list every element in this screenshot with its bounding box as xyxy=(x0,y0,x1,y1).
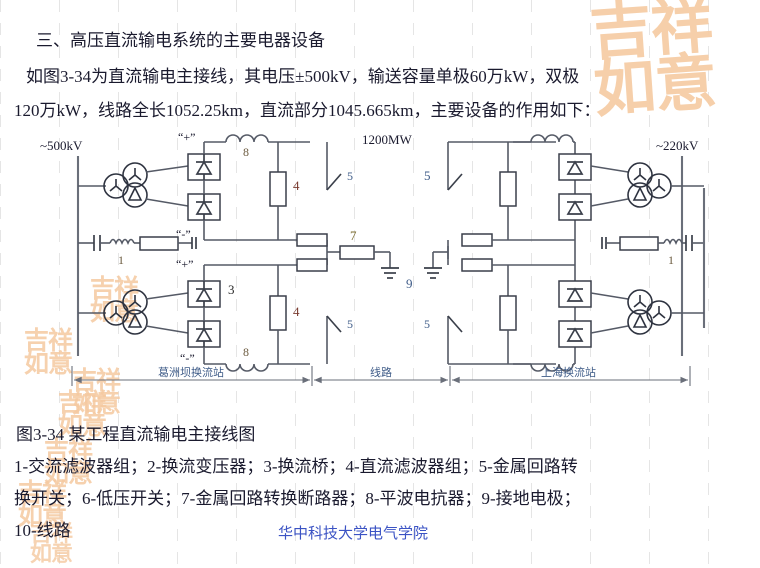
label-reactor-top: 8 xyxy=(243,145,249,159)
diagram-title: 1200MW xyxy=(362,132,413,147)
watermark-stamp-main: 吉祥 如意 xyxy=(587,0,719,126)
converter-transformer-right-lower xyxy=(590,289,682,335)
watermark-row2: 如意 xyxy=(30,541,73,567)
dc-filter-right-upper xyxy=(499,142,517,240)
legend-line-1: 1-交流滤波器组；2-换流变压器；3-换流桥；4-直流滤波器组；5-金属回路转 xyxy=(14,457,578,476)
label-reactor-bottom: 8 xyxy=(243,345,249,359)
converter-transformer-left-upper xyxy=(78,162,189,208)
pole-label-pos-lower: “+” xyxy=(176,257,193,271)
converter-bridge-right-upper xyxy=(558,153,592,181)
footer-organization: 华中科技大学电气学院 xyxy=(278,525,429,542)
right-bus-voltage-label: ~220kV xyxy=(656,138,699,153)
span-label-receiving-station: 上海换流站 xyxy=(541,365,596,379)
watermark-row1: 吉祥 xyxy=(58,390,107,417)
legend-line-2: 换开关；6-低压开关；7-金属回路转换断路器；8-平波电抗器；9-接地电极； xyxy=(14,489,581,508)
converter-bridge-left-upper-2 xyxy=(187,193,221,221)
label-ac-filter-left: 1 xyxy=(118,253,124,267)
figure-caption: 图3-34 某工程直流输电主接线图 xyxy=(16,425,256,444)
section-heading: 三、高压直流输电系统的主要电器设备 xyxy=(36,31,325,50)
pole-series-element-left-upper xyxy=(296,233,328,247)
converter-bridge-left-lower-2 xyxy=(187,320,221,348)
dc-filter-right-lower xyxy=(499,265,517,364)
watermark-row2: 如意 xyxy=(72,391,121,418)
mrtb-switch-right-lower: 5 xyxy=(424,315,463,334)
converter-bridge-left-upper xyxy=(187,153,221,181)
mrtb-breaker-left: 7 xyxy=(327,228,399,279)
converter-bridge-left-lower xyxy=(187,280,221,308)
paragraph-line-1: 如图3-34为直流输电主接线，其电压±500kV，输送容量单极60万kW，双极 xyxy=(26,67,580,86)
paragraph-line-2: 120万kW，线路全长1052.25km，直流部分1045.665km，主要设备… xyxy=(14,101,601,120)
span-label-line: 线路 xyxy=(370,365,392,379)
label-ac-filter-right: 1 xyxy=(668,253,674,267)
dc-filter-left-upper: 4 xyxy=(269,142,300,240)
mrtb-switch-left-upper: 5 xyxy=(326,169,353,191)
ac-filter-right: 1 xyxy=(601,235,704,267)
label-converter-bridge: 3 xyxy=(228,282,235,297)
label-ground-electrode: 9 xyxy=(406,276,413,291)
ac-filter-left: 1 xyxy=(78,235,197,267)
label-mrtb-breaker: 7 xyxy=(350,228,357,243)
pole-label-neg-upper: “-” xyxy=(176,227,191,241)
ground-electrode-right xyxy=(424,251,448,279)
label-mrtb-switch-lower-right: 5 xyxy=(424,317,430,331)
watermark-row1: 吉祥 xyxy=(587,0,715,69)
label-dc-filter-lower-left: 4 xyxy=(293,304,300,319)
dc-transmission-one-line-diagram: .w{stroke:#555a66;stroke-width:1.6;fill:… xyxy=(0,128,760,386)
pole-series-element-left-lower xyxy=(296,258,328,272)
converter-transformer-right-upper xyxy=(590,162,682,208)
label-mrtb-switch-upper-left: 5 xyxy=(347,169,353,183)
converter-bridge-right-upper-2 xyxy=(558,193,592,221)
mrtb-switch-right-upper: 5 xyxy=(424,168,463,191)
watermark-row2: 如意 xyxy=(591,48,719,126)
label-mrtb-switch-upper-right: 5 xyxy=(424,168,431,183)
left-bus-voltage-label: ~500kV xyxy=(40,138,83,153)
label-mrtb-switch-lower-left: 5 xyxy=(347,317,353,331)
converter-transformer-left-lower xyxy=(78,289,189,335)
pole-label-pos-top: “+” xyxy=(178,130,195,144)
label-dc-filter-upper-left: 4 xyxy=(293,178,300,193)
pole-series-element-right-upper xyxy=(461,233,493,247)
dc-filter-left-lower: 4 xyxy=(269,265,300,364)
span-label-sending-station: 葛洲坝换流站 xyxy=(158,365,224,379)
pole-series-element-right-lower xyxy=(461,258,493,272)
smoothing-reactor-left-bottom: 8 xyxy=(204,345,310,372)
pole-label-neg-bottom: “-” xyxy=(180,351,195,365)
legend-line-3: 10-线路 xyxy=(14,521,71,540)
smoothing-reactor-left-top: 8 xyxy=(204,134,310,159)
span-dimension-bar: 葛洲坝换流站 线路 上海换流站 xyxy=(71,365,691,386)
converter-bridge-right-lower xyxy=(558,280,592,308)
converter-bridge-right-lower-2 xyxy=(558,320,592,348)
smoothing-reactor-right-top xyxy=(513,134,575,143)
mrtb-switch-left-lower: 5 xyxy=(326,315,353,334)
